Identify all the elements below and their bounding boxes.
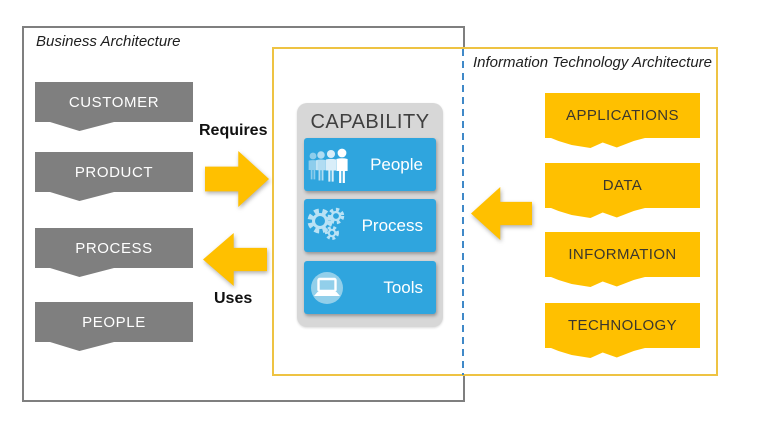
it-item-label: DATA [602,177,643,194]
it-architecture-title: Information Technology Architecture [473,54,713,71]
capability-item-label: Process [361,215,423,235]
capability-item-process: Process [304,199,436,252]
capability-item-people: People [304,138,436,191]
uses-label: Uses [214,290,253,307]
capability-item-label: People [370,154,423,174]
left-arrow-icon [471,187,532,240]
uses-arrow-left [203,233,267,286]
capability-title: CAPABILITY [310,111,430,133]
requires-arrow-right [205,151,269,207]
business-item-label: CUSTOMER [68,93,160,111]
it-item-applications: APPLICATIONS [545,93,700,138]
it-item-data: DATA [545,163,700,208]
capability-item-tools: Tools [304,261,436,314]
architecture-boundary-dashed-line [462,49,464,375]
business-item-label: PEOPLE [82,313,146,331]
it-item-label: INFORMATION [568,246,677,263]
it-item-label: TECHNOLOGY [567,317,677,334]
it-to-capability-arrow [471,187,532,240]
laptop-icon [304,265,354,311]
business-item-label: PRODUCT [74,163,154,181]
it-architecture-frame [272,47,718,376]
business-item-product: PRODUCT [35,152,193,192]
business-item-process: PROCESS [35,228,193,268]
business-item-customer: CUSTOMER [35,82,193,122]
gears-icon [304,203,354,249]
left-arrow-icon [203,233,267,286]
it-item-label: APPLICATIONS [566,107,679,124]
it-item-technology: TECHNOLOGY [545,303,700,348]
capability-card: CAPABILITY [297,103,443,327]
it-item-information: INFORMATION [545,232,700,277]
people-icon [304,142,354,188]
business-item-label: PROCESS [75,239,153,257]
right-arrow-icon [205,151,269,207]
business-item-people: PEOPLE [35,302,193,342]
capability-item-label: Tools [383,277,423,297]
requires-label: Requires [199,122,268,139]
business-architecture-title: Business Architecture [36,33,181,50]
